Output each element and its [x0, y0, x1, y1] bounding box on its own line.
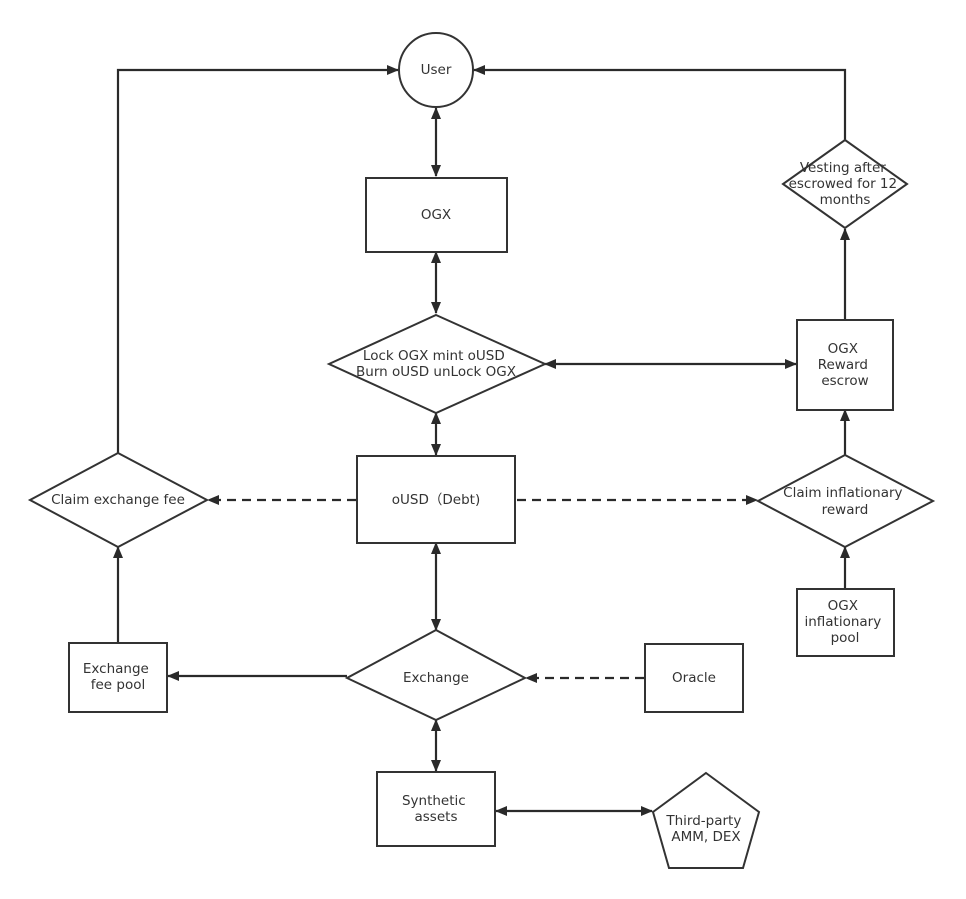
- node-claim-inflationary-label: Claim inflationary reward: [783, 485, 907, 518]
- node-reward-escrow: OGX Reward escrow: [796, 319, 894, 411]
- node-vesting: Vesting after escrowed for 12 months: [781, 138, 909, 230]
- edges: [113, 65, 850, 816]
- node-inflationary-pool: OGX inflationary pool: [796, 588, 895, 657]
- node-third-party: Third-party AMM, DEX: [651, 771, 761, 869]
- node-exchange-fee-pool: Exchange fee pool: [68, 642, 168, 713]
- node-claim-exchange-fee-label: Claim exchange fee: [51, 492, 185, 508]
- node-oracle: Oracle: [644, 643, 744, 713]
- node-claim-exchange-fee: Claim exchange fee: [27, 451, 210, 549]
- node-ousd: oUSD（Debt): [356, 455, 516, 544]
- node-third-party-label: Third-party AMM, DEX: [665, 813, 745, 845]
- node-exchange: Exchange: [344, 628, 528, 722]
- node-claim-inflationary: Claim inflationary reward: [755, 453, 936, 549]
- node-ogx: OGX: [365, 177, 508, 253]
- node-ousd-label: oUSD（Debt): [392, 492, 480, 508]
- node-synthetic-assets-label: Synthetic assets: [402, 793, 470, 825]
- node-vesting-label: Vesting after escrowed for 12 months: [789, 160, 902, 208]
- edge-claimfee-user: [116, 65, 399, 453]
- node-ogx-label: OGX: [421, 207, 451, 223]
- node-inflationary-pool-label: OGX inflationary pool: [804, 598, 885, 646]
- node-exchange-fee-pool-label: Exchange fee pool: [83, 661, 153, 693]
- node-lock-burn-label: Lock OGX mint oUSD Burn oUSD unLock OGX: [356, 348, 516, 380]
- node-user-label: User: [421, 62, 452, 78]
- node-user: User: [398, 32, 474, 108]
- edge-vesting-user: [473, 65, 847, 140]
- node-lock-burn: Lock OGX mint oUSD Burn oUSD unLock OGX: [326, 313, 548, 415]
- node-oracle-label: Oracle: [672, 670, 716, 686]
- node-synthetic-assets: Synthetic assets: [376, 771, 496, 847]
- node-exchange-label: Exchange: [403, 670, 469, 686]
- node-reward-escrow-label: OGX Reward escrow: [818, 341, 873, 389]
